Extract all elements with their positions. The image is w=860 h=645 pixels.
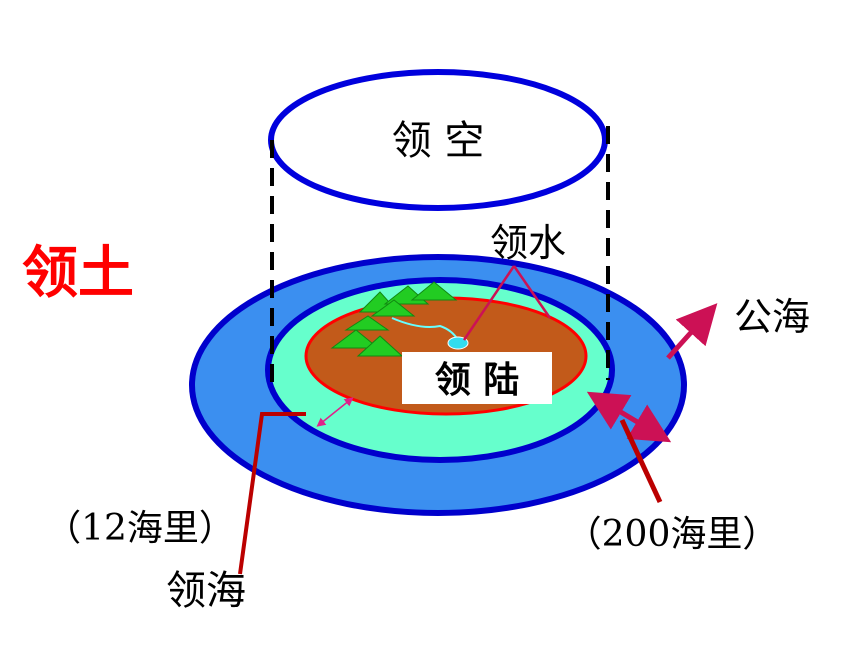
airspace-label: 领 空 [392, 118, 485, 164]
twelve-nm-arrow [316, 397, 354, 427]
territorial-sea-label: 领海 [166, 568, 246, 614]
two-hundred-nm-arrow [586, 391, 672, 443]
high-seas-label: 公海 [734, 295, 810, 339]
two-hundred-nm-leader [619, 418, 663, 504]
twelve-nm-label: （12海里） [45, 508, 235, 549]
two-hundred-nm-label: （200海里） [566, 514, 779, 555]
inland-water-label: 领水 [490, 221, 566, 265]
title-label: 领土 [22, 241, 134, 306]
inland-water-pointer-2 [512, 265, 552, 319]
inland-water-pointer [462, 265, 516, 341]
land-label-box [402, 352, 552, 404]
lake [447, 336, 469, 350]
river [391, 317, 459, 341]
mountain-icon [330, 281, 458, 357]
land-label: 领 陆 [435, 360, 520, 401]
high-seas-arrow [666, 303, 718, 360]
territorial-sea-leader [238, 412, 306, 575]
